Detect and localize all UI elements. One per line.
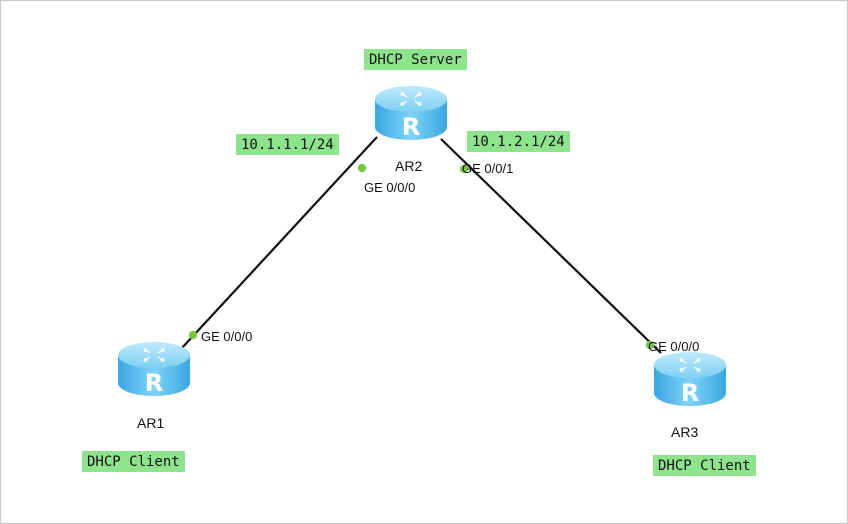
port-dot-ar2-ge001[interactable] — [459, 164, 469, 174]
router-ar1[interactable]: R — [116, 339, 192, 399]
port-label-ar2-ge001: GE 0/0/1 — [462, 161, 514, 176]
router-ar3[interactable]: R — [652, 349, 728, 409]
port-dot-ar1-ge000[interactable] — [188, 330, 198, 340]
role-tag-ar3: DHCP Client — [653, 455, 756, 476]
port-dot-ar3-ge000[interactable] — [645, 340, 655, 350]
router-icon: R — [375, 86, 447, 141]
port-label-ar2-ge000: GE 0/0/0 — [364, 180, 416, 195]
router-icon: R — [118, 342, 190, 397]
subnet-tag-link-1: 10.1.1.1/24 — [236, 134, 339, 155]
node-label-ar3: AR3 — [671, 424, 699, 440]
subnet-tag-link-2: 10.1.2.1/24 — [467, 131, 570, 152]
svg-text:R: R — [681, 379, 699, 407]
role-tag-ar1: DHCP Client — [82, 451, 185, 472]
link-ar2-ar1[interactable] — [180, 136, 378, 350]
svg-text:R: R — [145, 369, 163, 397]
role-tag-ar2: DHCP Server — [364, 49, 467, 70]
port-label-ar1-ge000: GE 0/0/0 — [201, 329, 253, 344]
router-ar2[interactable]: R — [373, 83, 449, 143]
node-label-ar2: AR2 — [395, 158, 423, 174]
port-dot-ar2-ge000[interactable] — [357, 163, 367, 173]
svg-text:R: R — [402, 113, 420, 141]
router-icon: R — [654, 352, 726, 407]
port-label-ar3-ge000: GE 0/0/0 — [648, 339, 700, 354]
link-ar2-ar3[interactable] — [440, 138, 662, 354]
node-label-ar1: AR1 — [137, 415, 165, 431]
